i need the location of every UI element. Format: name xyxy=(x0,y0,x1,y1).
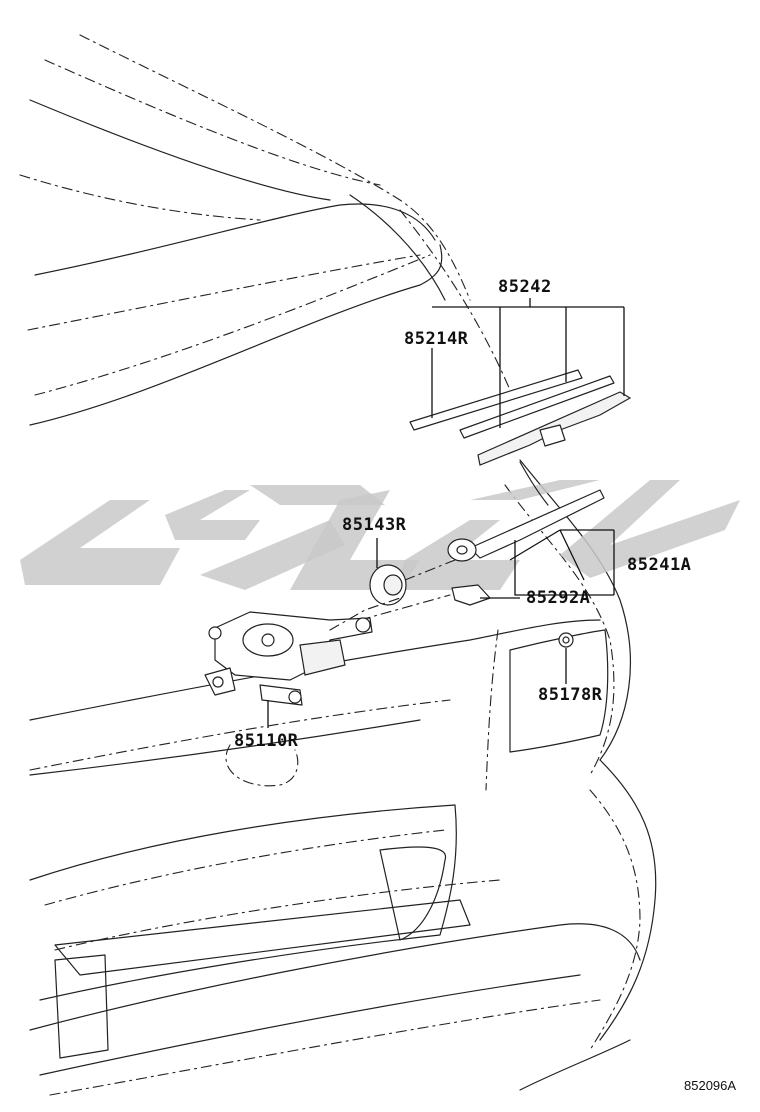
pivot-nut xyxy=(558,632,574,648)
callout-85143R: 85143R xyxy=(342,515,407,535)
diagram-code: 852096A xyxy=(684,1078,736,1093)
wiper-blade xyxy=(477,391,632,466)
vehicle-body-outline xyxy=(19,34,657,1096)
callout-labels: 85242 85214R 85143R 85241A 85292A 85178R… xyxy=(234,277,736,1093)
callout-85178R: 85178R xyxy=(538,685,603,705)
callout-85292A: 85292A xyxy=(526,588,590,608)
callout-85241A: 85241A xyxy=(627,555,691,575)
callout-85242: 85242 xyxy=(498,277,552,297)
callout-85214R: 85214R xyxy=(404,329,469,349)
arm-cap xyxy=(369,564,407,606)
callout-85110R: 85110R xyxy=(234,731,299,751)
arm-head-cover xyxy=(359,584,491,621)
wiper-motor xyxy=(204,597,401,706)
leader-lines xyxy=(267,298,625,728)
wiper-arm xyxy=(404,461,605,581)
wiper-blade-insert xyxy=(409,369,615,439)
